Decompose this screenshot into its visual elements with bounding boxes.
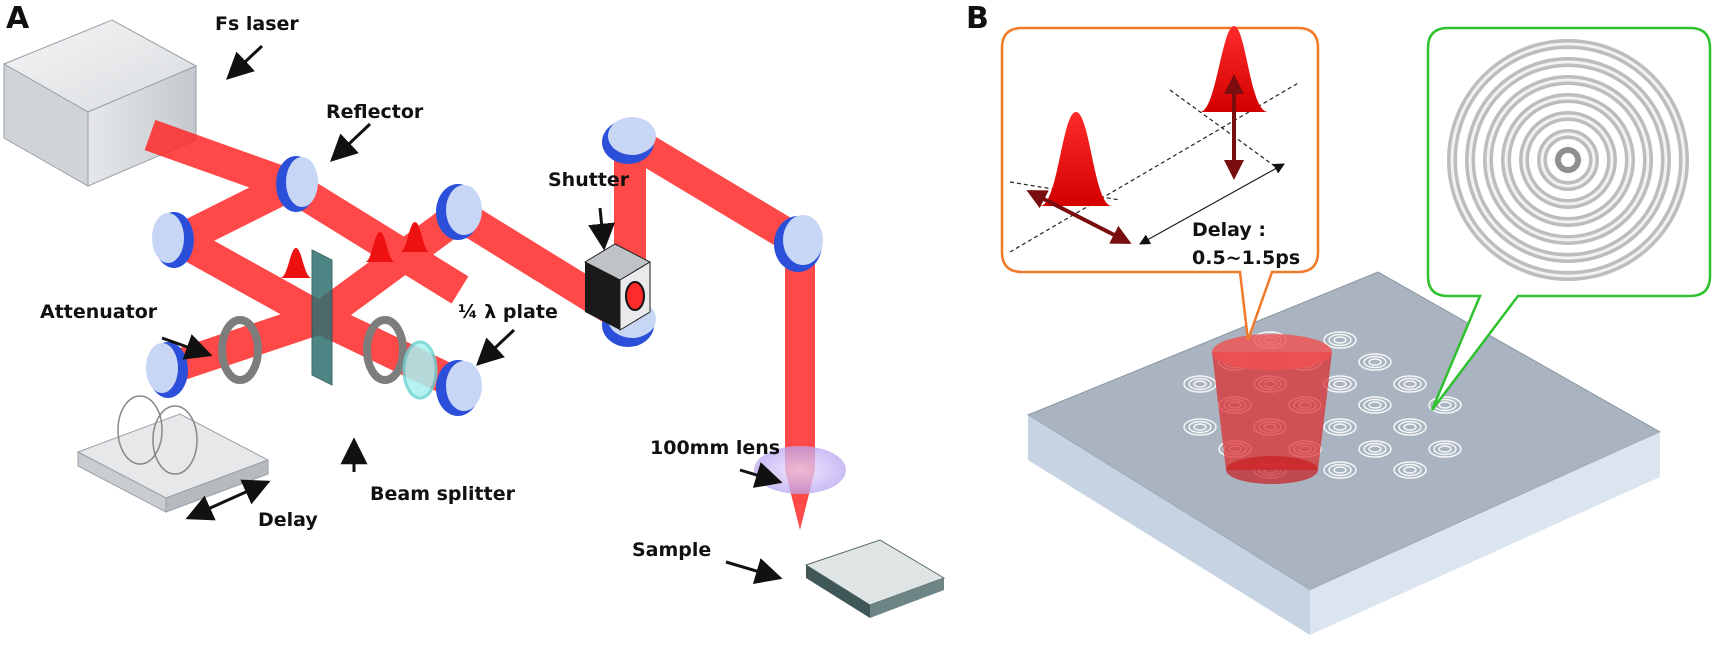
mirror-8	[774, 215, 823, 272]
label-shutter: Shutter	[548, 169, 630, 191]
mirror-1	[276, 156, 318, 212]
mirror-4	[146, 342, 188, 398]
label-delay: Delay	[258, 509, 318, 531]
panel-b-letter: B	[966, 1, 989, 36]
label-delay-range: 0.5~1.5ps	[1192, 247, 1300, 269]
mirror-5	[436, 360, 482, 416]
label-arrows	[161, 44, 783, 585]
label-quarter-plate: ¼ λ plate	[458, 301, 558, 323]
label-sample: Sample	[632, 539, 711, 561]
pulse-markers-a	[280, 222, 430, 278]
attenuator-1	[218, 316, 262, 384]
attenuator-2	[363, 316, 407, 384]
panel-a-letter: A	[6, 1, 30, 36]
label-reflector: Reflector	[326, 101, 424, 123]
concentric-ring-pattern	[1447, 39, 1689, 281]
label-attenuator: Attenuator	[40, 301, 158, 323]
delay-callout	[1000, 26, 1320, 341]
quarter-wave-plate	[402, 340, 438, 400]
mirror-6	[602, 117, 656, 164]
fs-laser-box	[2, 19, 198, 187]
label-fs-laser: Fs laser	[215, 13, 299, 35]
delay-pulse-diagram	[1009, 26, 1301, 253]
beam-splitter	[311, 249, 333, 386]
label-lens: 100mm lens	[650, 437, 780, 459]
sample-block	[804, 539, 946, 618]
label-beam-splitter: Beam splitter	[370, 483, 516, 505]
laser-spot-beam	[1212, 334, 1332, 484]
shutter	[583, 243, 652, 331]
mirror-3	[436, 184, 482, 240]
label-delay-title: Delay :	[1192, 219, 1266, 241]
mirror-2	[152, 212, 194, 268]
substrate	[1026, 271, 1662, 635]
